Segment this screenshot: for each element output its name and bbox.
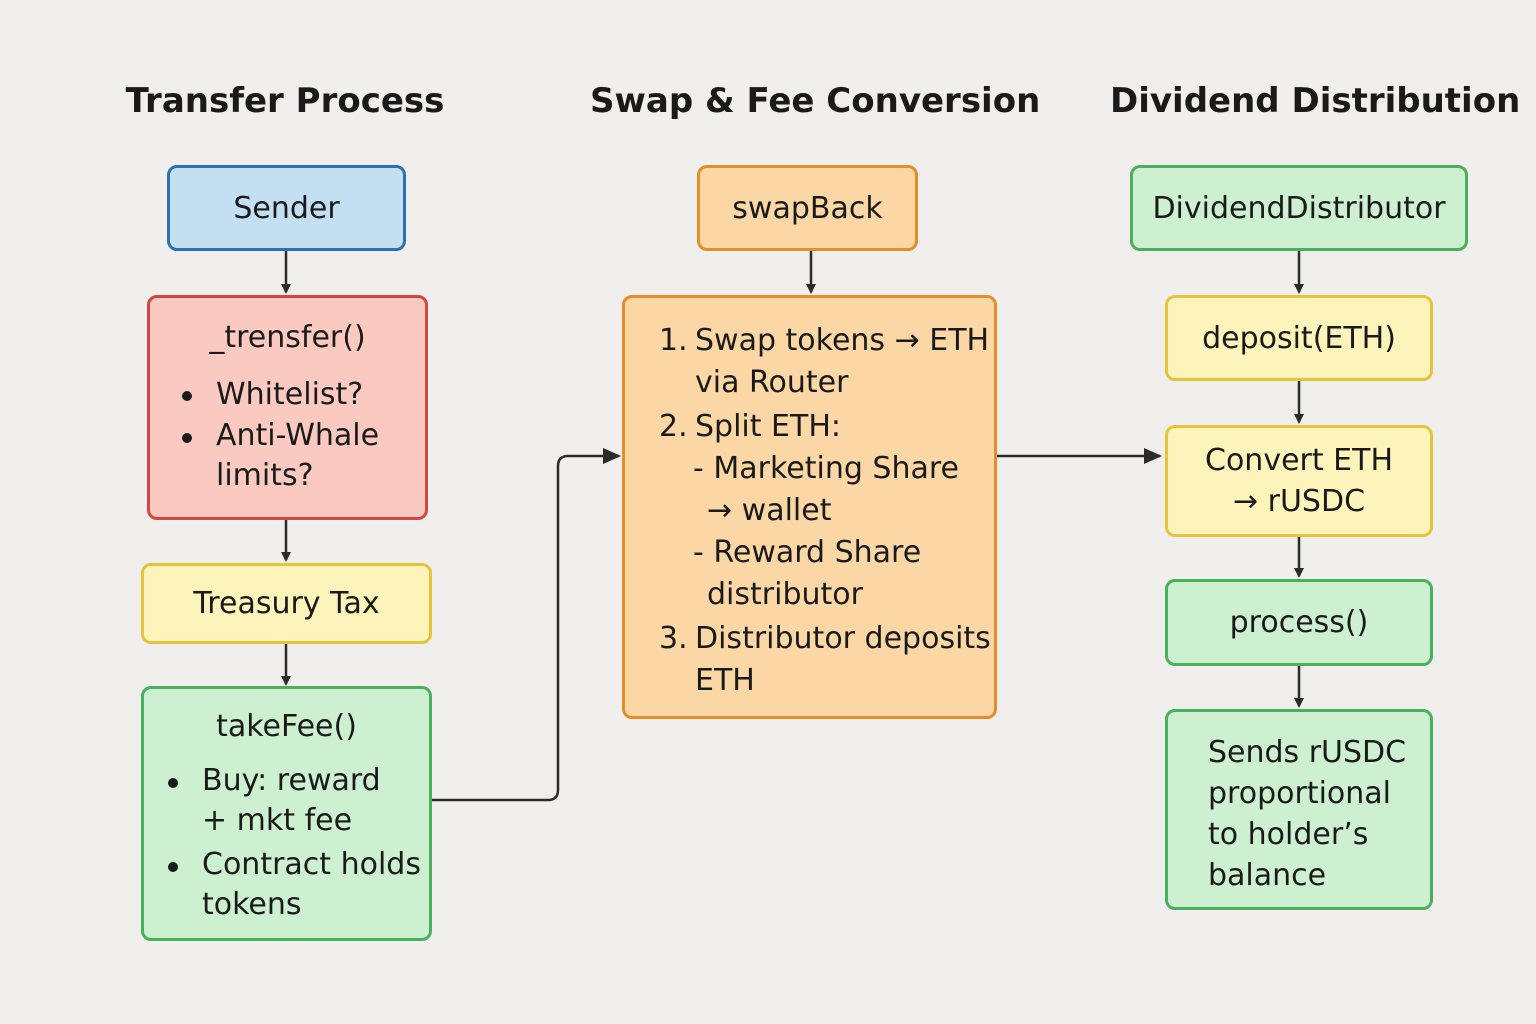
arrow-takefee-to-swapsteps [432, 448, 621, 802]
takefee-hold-l2: tokens [202, 887, 302, 922]
process-node: process() [1165, 579, 1433, 666]
step-2-number: 2. [659, 409, 688, 444]
swap-fee-conversion-title: Swap & Fee Conversion [590, 81, 1041, 121]
dividend-distributor-node: DividendDistributor [1130, 165, 1468, 251]
step-1-number: 1. [659, 323, 688, 358]
sends-line2: proportional [1208, 776, 1391, 811]
step-1-line1: Swap tokens → ETH [695, 323, 990, 358]
takefee-buy-item: Buy: reward + mkt fee [164, 761, 421, 841]
step-2-reward-dest: distributor [707, 577, 863, 612]
swapback-node: swapBack [697, 165, 918, 251]
sends-line3: to holder’s [1208, 817, 1369, 852]
takefee-hold-item: Contract holds tokens [164, 845, 421, 925]
swap-steps-list: 1.Swap tokens → ETH via Router 2.Split E… [659, 320, 991, 702]
takefee-title: takeFee() [216, 709, 357, 744]
step-2: 2.Split ETH: [659, 406, 976, 448]
swapback-label: swapBack [732, 190, 883, 226]
convert-line1: Convert ETH [1205, 443, 1393, 478]
trensfer-title: _trensfer() [209, 320, 366, 355]
step-2-reward: - Reward Share [693, 535, 922, 570]
step-2-line1: Split ETH: [695, 409, 842, 444]
convert-node: Convert ETH → rUSDC [1165, 425, 1433, 537]
dividend-distributor-label: DividendDistributor [1152, 190, 1446, 226]
check-anti-whale-l2: limits? [216, 458, 314, 493]
sender-label: Sender [233, 190, 340, 226]
deposit-node: deposit(ETH) [1165, 295, 1433, 381]
step-3: 3.Distributor deposits [659, 618, 991, 660]
check-whitelist: Whitelist? [178, 374, 379, 416]
step-1-line2: via Router [695, 365, 849, 400]
trensfer-checks: Whitelist? Anti-Whale limits? [178, 374, 379, 496]
sends-rusdc-node: Sends rUSDC proportional to holder’s bal… [1165, 709, 1433, 910]
step-2-marketing-dest: → wallet [707, 493, 832, 528]
takefee-buy-l2: + mkt fee [202, 803, 353, 838]
treasury-tax-label: Treasury Tax [193, 586, 380, 621]
deposit-label: deposit(ETH) [1202, 320, 1396, 356]
swap-steps-node: 1.Swap tokens → ETH via Router 2.Split E… [622, 295, 997, 719]
check-anti-whale-l1: Anti-Whale [216, 418, 380, 453]
sends-line4: balance [1208, 858, 1327, 893]
convert-text: Convert ETH → rUSDC [1205, 440, 1393, 522]
takefee-buy-l1: Buy: reward [202, 763, 381, 798]
step-3-line2: ETH [695, 663, 755, 698]
takefee-node: takeFee() Buy: reward + mkt fee Contract… [141, 686, 432, 941]
treasury-tax-node: Treasury Tax [141, 563, 432, 644]
trensfer-node: _trensfer() Whitelist? Anti-Whale limits… [147, 295, 428, 520]
takefee-items: Buy: reward + mkt fee Contract holds tok… [164, 761, 421, 925]
step-2-marketing: - Marketing Share [693, 451, 959, 486]
transfer-process-title: Transfer Process [125, 81, 445, 121]
sends-line1: Sends rUSDC [1208, 735, 1407, 770]
step-3-line1: Distributor deposits [695, 621, 991, 656]
process-label: process() [1229, 605, 1369, 640]
dividend-distribution-title: Dividend Distribution [1110, 81, 1521, 121]
sends-rusdc-text: Sends rUSDC proportional to holder’s bal… [1208, 732, 1406, 896]
step-3-number: 3. [659, 621, 688, 656]
sender-node: Sender [167, 165, 406, 251]
convert-line2: → rUSDC [1232, 484, 1366, 519]
takefee-hold-l1: Contract holds [202, 847, 421, 882]
step-1: 1.Swap tokens → ETH [659, 320, 989, 362]
check-anti-whale: Anti-Whale limits? [178, 416, 379, 496]
